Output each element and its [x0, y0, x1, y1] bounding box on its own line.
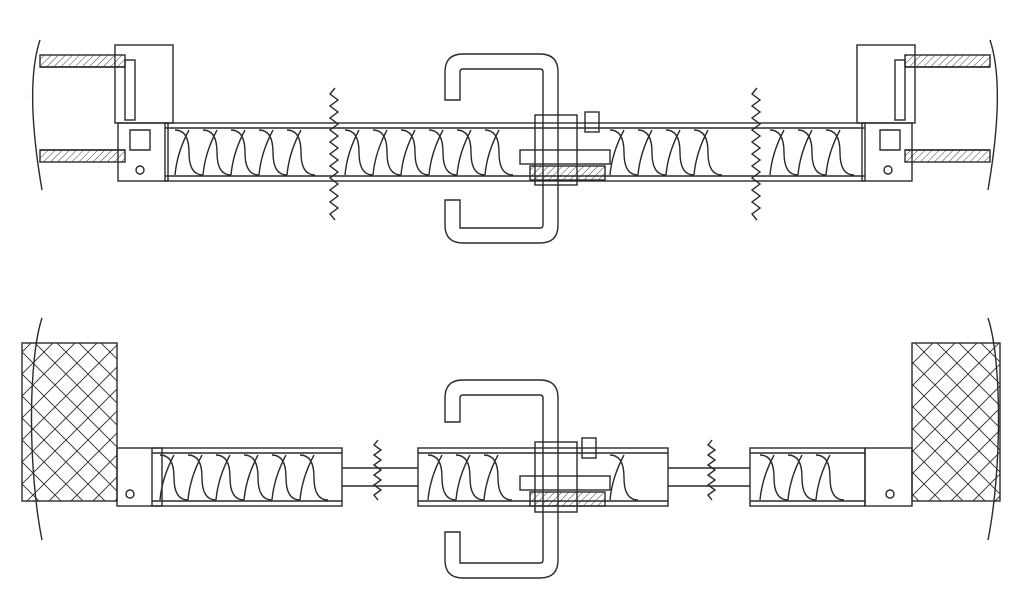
insulation-wave-segment: [372, 129, 402, 176]
insulation-wave-segment: [815, 454, 845, 501]
right-wall-bottom: [864, 317, 1001, 541]
right-wall-top: [856, 39, 998, 191]
insulation-wave-segment: [400, 129, 430, 176]
left-wall-top: [32, 39, 174, 191]
insulation-wave-segment: [286, 129, 316, 176]
insulation-wave-segment: [428, 129, 458, 176]
door-leaf-bottom: [151, 447, 866, 507]
seal-gasket-icon: [883, 165, 893, 175]
insulation-wave-segment: [344, 129, 374, 176]
insulation-wave-segment: [455, 454, 485, 501]
insulation-wave-segment: [230, 129, 260, 176]
insulation-wave-segment: [299, 454, 329, 501]
insulation-wave-segment: [271, 454, 301, 501]
insulation-wave-segment: [215, 454, 245, 501]
insulation-wave-segment: [159, 454, 189, 501]
insulation-wave-segment: [243, 454, 273, 501]
insulation-wave-segment: [174, 129, 204, 176]
insulation-wave-segment: [797, 129, 827, 176]
insulation-wave-segment: [258, 129, 288, 176]
insulation-wave-segment: [759, 454, 789, 501]
lock-cylinder-icon: [519, 111, 611, 186]
insulation-wave-segment: [484, 129, 514, 176]
seal-gasket-icon: [125, 489, 135, 499]
seal-gasket-icon: [135, 165, 145, 175]
insulation-wave-segment: [787, 454, 817, 501]
door-leaf-top: [164, 122, 866, 182]
left-wall-bottom: [21, 317, 163, 541]
insulation-wave-segment: [427, 454, 457, 501]
top-section: [32, 39, 998, 244]
break-line-icon: [372, 439, 383, 501]
insulation-wave-segment: [693, 129, 723, 176]
insulation-wave-segment: [637, 129, 667, 176]
insulation-wave-segment: [665, 129, 695, 176]
insulation-wave-segment: [825, 129, 855, 176]
lock-cylinder-icon: [519, 437, 611, 513]
break-line-icon: [750, 87, 762, 221]
insulation-wave-segment: [187, 454, 217, 501]
bottom-section: [21, 317, 1001, 579]
u-handle-icon: [444, 53, 559, 244]
insulation-wave-segment: [483, 454, 513, 501]
insulation-wave-segment: [609, 454, 639, 501]
insulation-wave-segment: [456, 129, 486, 176]
seal-gasket-icon: [885, 489, 895, 499]
insulation-wave-segment: [769, 129, 799, 176]
insulation-wave-icon: [174, 129, 855, 176]
break-line-icon: [706, 439, 717, 501]
break-line-icon: [328, 87, 340, 221]
insulation-wave-icon: [159, 454, 845, 501]
insulation-wave-segment: [609, 129, 639, 176]
u-handle-icon: [444, 379, 559, 579]
insulation-wave-segment: [202, 129, 232, 176]
